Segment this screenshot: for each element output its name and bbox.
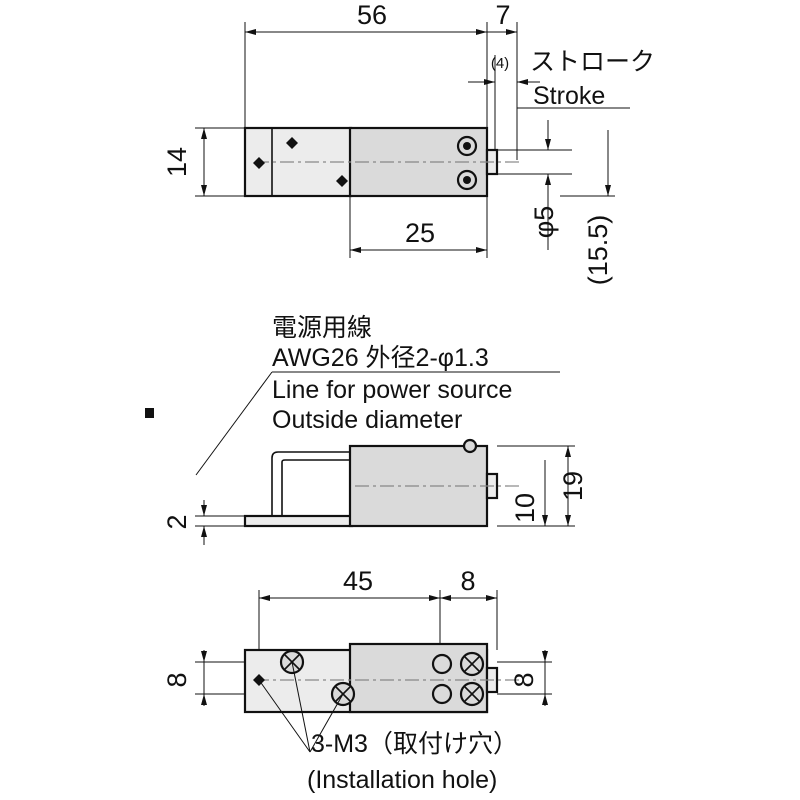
stroke-label-jp: ストローク <box>530 48 655 76</box>
dim-left-8: 8 <box>162 672 192 687</box>
dim-right-8: 8 <box>509 672 539 687</box>
power-wire <box>148 412 290 491</box>
dim-pitch-45: 45 <box>343 566 373 596</box>
stroke-label-en: Stroke <box>533 82 605 110</box>
dim-length-56: 56 <box>357 0 387 30</box>
dim-end-8: 8 <box>460 566 475 596</box>
dim-height-14: 14 <box>162 147 192 177</box>
wire-label-en-1: Line for power source <box>272 376 512 404</box>
dim-plunger-dia: φ5 <box>529 206 559 239</box>
dim-base-2: 2 <box>162 514 192 529</box>
side-view: 電源用線 AWG26 外径2-φ1.3 Line for power sourc… <box>145 314 588 545</box>
top-view: 56 7 (4) ストローク Stroke 14 25 <box>162 0 655 285</box>
bottom-view: 45 8 8 8 3-M3（取付け穴） (Installati <box>162 566 552 794</box>
base-plate-side <box>243 514 354 528</box>
dim-overall-15-5: (15.5) <box>583 215 613 286</box>
wire-label-en-2: Outside diameter <box>272 406 462 434</box>
screw-right-bottom <box>459 681 485 707</box>
dim-stroke-7: 7 <box>495 0 510 30</box>
dim-total-19: 19 <box>558 471 588 501</box>
dim-stroke-4: (4) <box>491 55 509 72</box>
holes-label: 3-M3（取付け穴） <box>311 730 518 758</box>
dim-body-10: 10 <box>510 493 540 523</box>
holes-label-en: (Installation hole) <box>307 766 497 794</box>
wire-label-jp: 電源用線 <box>272 314 372 342</box>
screw-right-top <box>459 651 485 677</box>
wire-spec: AWG26 外径2-φ1.3 <box>272 344 489 372</box>
dim-solenoid-25: 25 <box>405 218 435 248</box>
